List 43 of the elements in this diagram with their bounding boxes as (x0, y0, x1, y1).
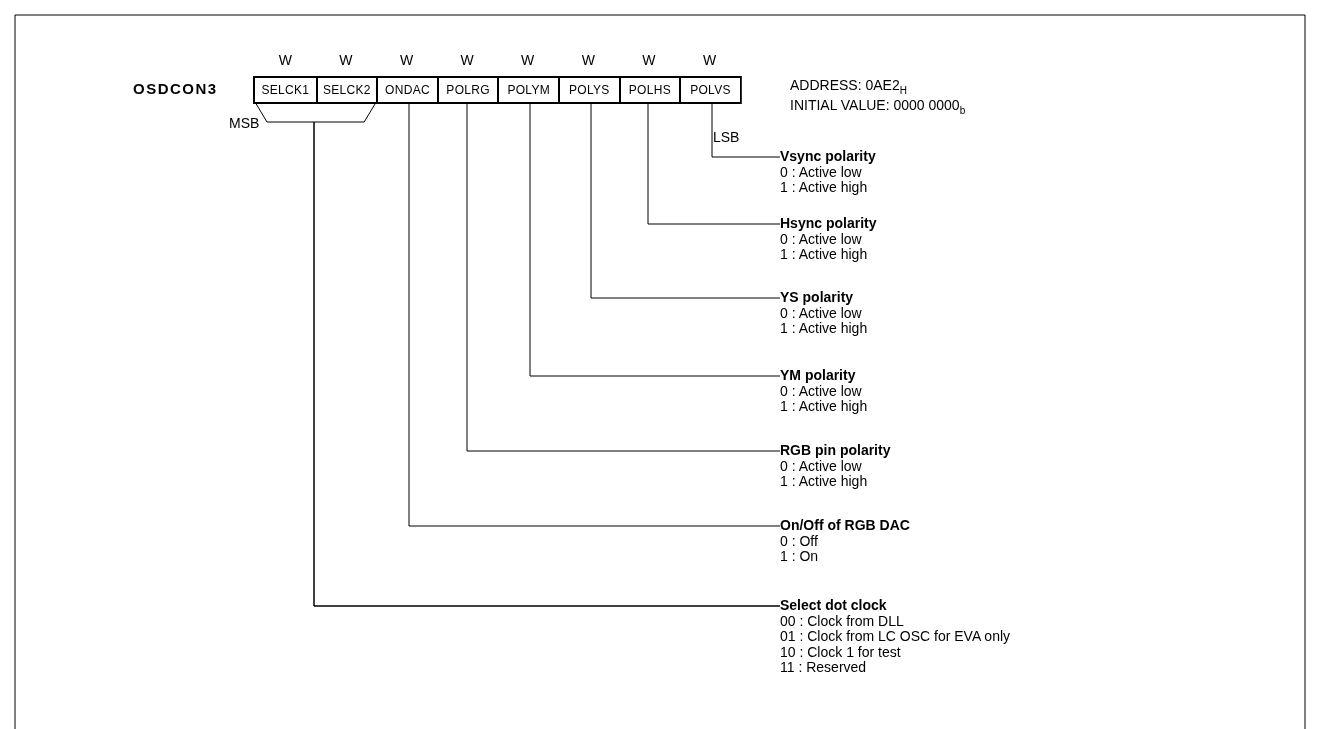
access-type-label: W (277, 52, 293, 68)
description-heading: Hsync polarity (780, 216, 877, 232)
msb-label: MSB (229, 115, 260, 131)
leader-line (590, 101, 781, 299)
access-type-label: W (338, 52, 354, 68)
value-description: 1 : Active high (780, 321, 868, 337)
access-type-label: W (701, 52, 718, 68)
value-description: 0 : Active low (780, 231, 862, 247)
value-description: 11 : Reserved (780, 660, 868, 676)
value-description: 1 : On (780, 549, 820, 565)
description-heading: RGB pin polarity (780, 443, 891, 459)
initial-value-text: INITIAL VALUE: 0000 0000$_{b}$ (790, 97, 966, 116)
description-heading: Select dot clock (780, 598, 888, 614)
leader-line (711, 101, 781, 158)
value-description: 10 : Clock 1 for test (780, 644, 902, 660)
value-description: 0 : Active low (780, 305, 863, 321)
description-heading: Vsync polarity (780, 149, 876, 165)
description-heading: YM polarity (780, 368, 857, 384)
access-type-label: W (459, 52, 475, 68)
description-heading: On/Off of RGB DAC (780, 518, 910, 534)
register-name: OSDCON3 (133, 80, 218, 97)
value-description: 0 : Off (780, 533, 819, 549)
address-text: ADDRESS: 0AE2$_{H}$ (790, 77, 907, 96)
leader-line (408, 101, 781, 527)
description-heading: YS polarity (780, 290, 855, 306)
leader-line (466, 101, 781, 452)
access-type-label: W (641, 52, 657, 68)
value-description: 1 : Active high (780, 399, 868, 415)
value-description: 1 : Active high (780, 474, 869, 490)
value-description: 1 : Active high (780, 180, 869, 196)
leader-line (647, 101, 781, 225)
access-type-label: W (580, 52, 596, 68)
register-bit-field: POLVS (679, 78, 740, 102)
lsb-label: LSB (713, 129, 740, 145)
value-description: 0 : Active low (780, 458, 862, 474)
access-type-label: W (520, 52, 536, 68)
value-description: 00 : Clock from DLL (780, 613, 905, 629)
leader-line (529, 101, 781, 377)
value-description: 01 : Clock from LC OSC for EVA only (780, 629, 1011, 645)
value-description: 1 : Active high (780, 247, 869, 263)
access-type-label: W (398, 52, 415, 68)
value-description: 0 : Active low (780, 383, 863, 399)
value-description: 0 : Active low (780, 164, 862, 180)
